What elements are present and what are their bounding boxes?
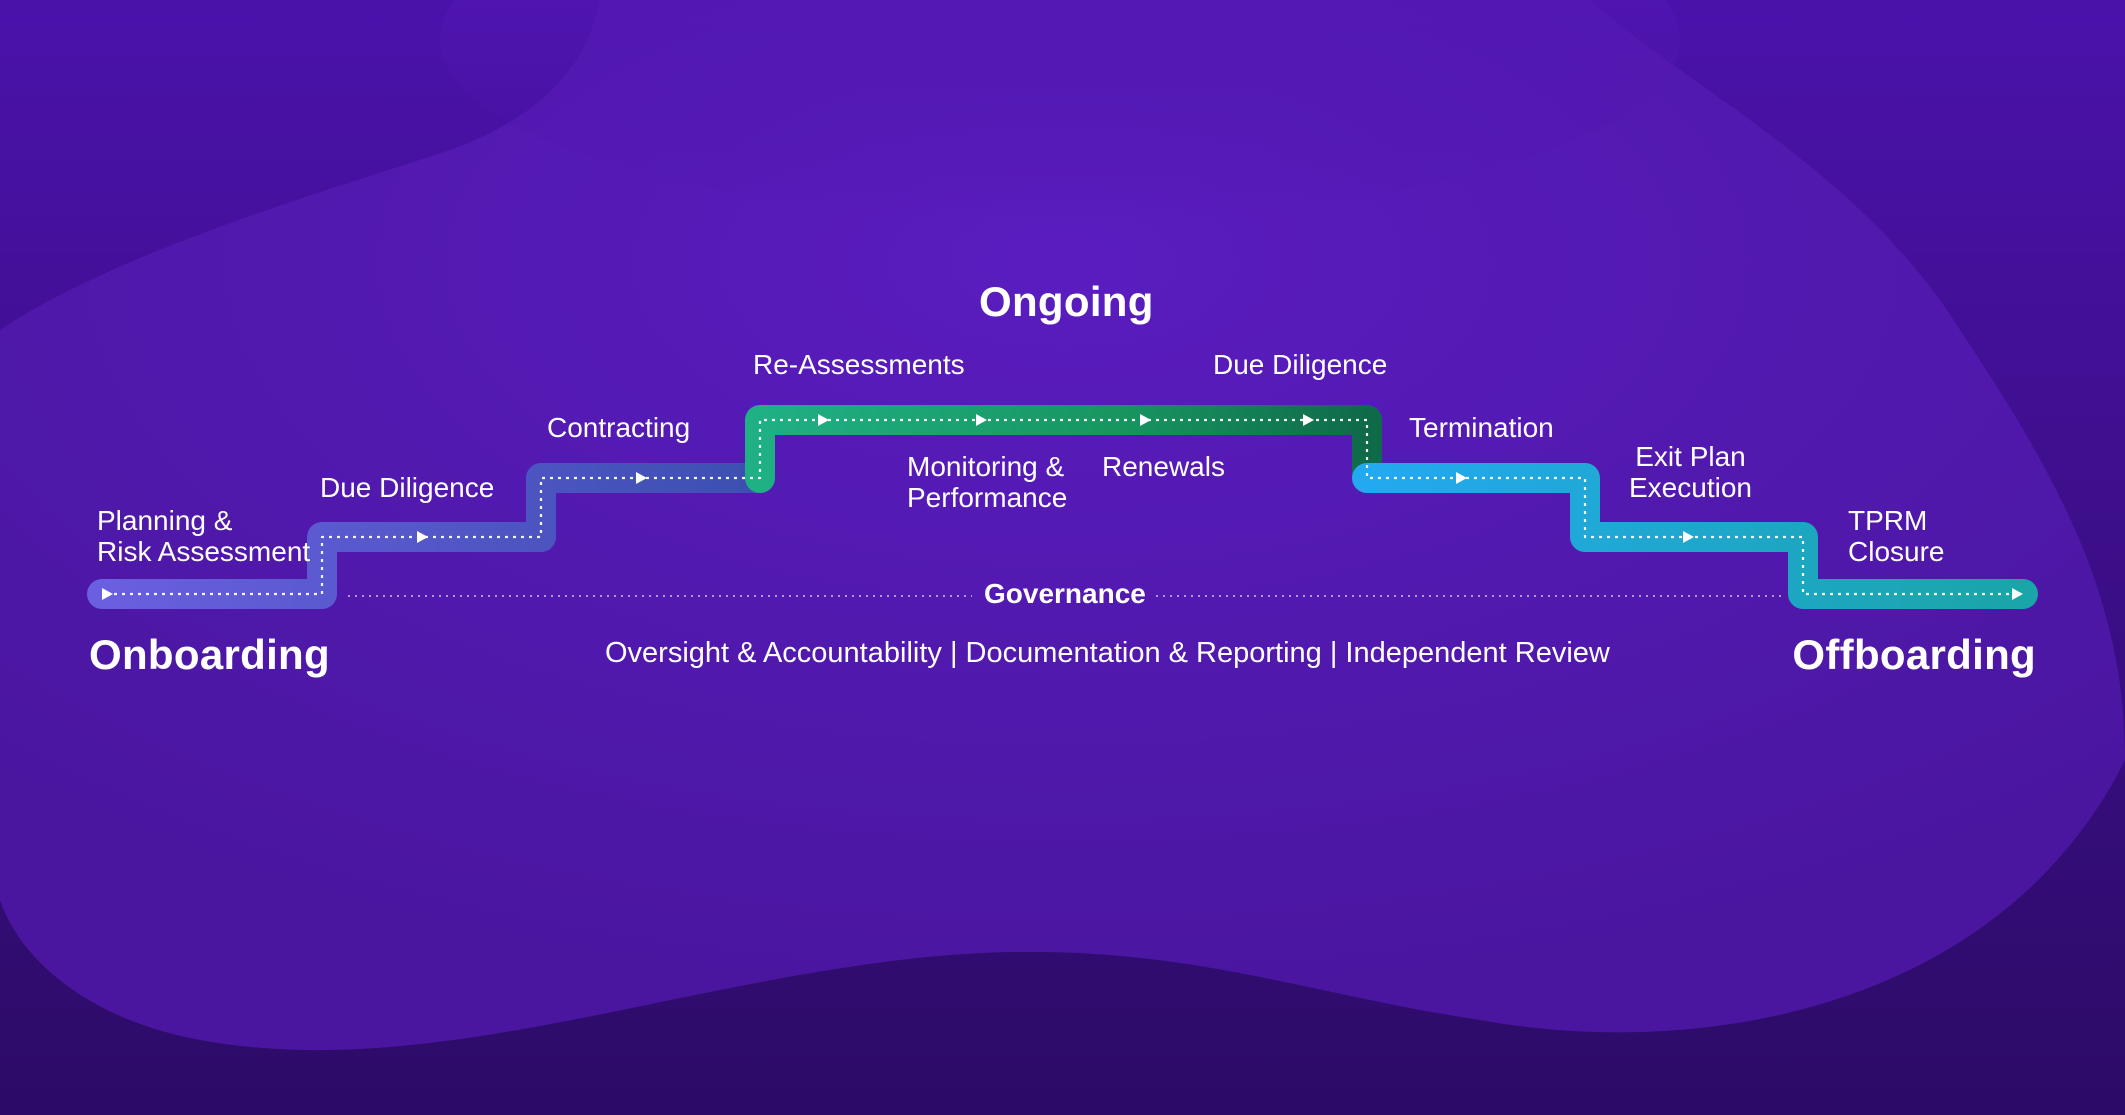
phase-offboarding-label: Offboarding xyxy=(1792,631,2036,678)
step-planning-risk-assessment: Planning & Risk Assessment xyxy=(97,505,310,567)
step-label-line: Execution xyxy=(1629,472,1752,503)
arrow-marker xyxy=(1683,531,1694,543)
arrow-marker xyxy=(976,414,987,426)
phase-ongoing-label: Ongoing xyxy=(979,278,1154,325)
step-label-line: Monitoring & xyxy=(907,451,1065,482)
flow-arrows xyxy=(102,414,2023,600)
step-label-line: TPRM xyxy=(1848,505,1928,536)
step-label-line: Performance xyxy=(907,482,1068,513)
step-contracting: Contracting xyxy=(547,412,691,443)
step-renewals: Renewals xyxy=(1102,451,1225,482)
arrow-marker xyxy=(2012,588,2023,600)
step-label-line: Exit Plan xyxy=(1635,441,1746,472)
arrow-marker xyxy=(636,472,647,484)
arrow-marker xyxy=(417,531,428,543)
step-label-line: Risk Assessment xyxy=(97,536,311,567)
phase-onboarding-label: Onboarding xyxy=(89,631,330,678)
governance-items: Oversight & Accountability | Documentati… xyxy=(605,637,1610,669)
step-termination: Termination xyxy=(1409,412,1554,443)
arrow-marker xyxy=(102,588,113,600)
step-exit-plan-execution: Exit Plan Execution xyxy=(1629,441,1752,503)
arrow-marker xyxy=(1303,414,1314,426)
governance-title: Governance xyxy=(984,578,1146,609)
arrow-marker xyxy=(1456,472,1467,484)
step-due-diligence-ongoing: Due Diligence xyxy=(1213,349,1388,380)
step-label-line: Closure xyxy=(1848,536,1945,567)
step-re-assessments: Re-Assessments xyxy=(753,349,965,380)
step-tprm-closure: TPRM Closure xyxy=(1848,505,1944,567)
background-blob xyxy=(0,0,2125,1051)
arrow-marker xyxy=(1140,414,1151,426)
step-due-diligence-onboarding: Due Diligence xyxy=(320,472,495,503)
background-glow xyxy=(440,0,1680,220)
onboarding-path xyxy=(87,463,775,609)
arrow-marker xyxy=(818,414,829,426)
step-label-line: Planning & xyxy=(97,505,233,536)
step-monitoring-performance: Monitoring & Performance xyxy=(907,451,1067,513)
